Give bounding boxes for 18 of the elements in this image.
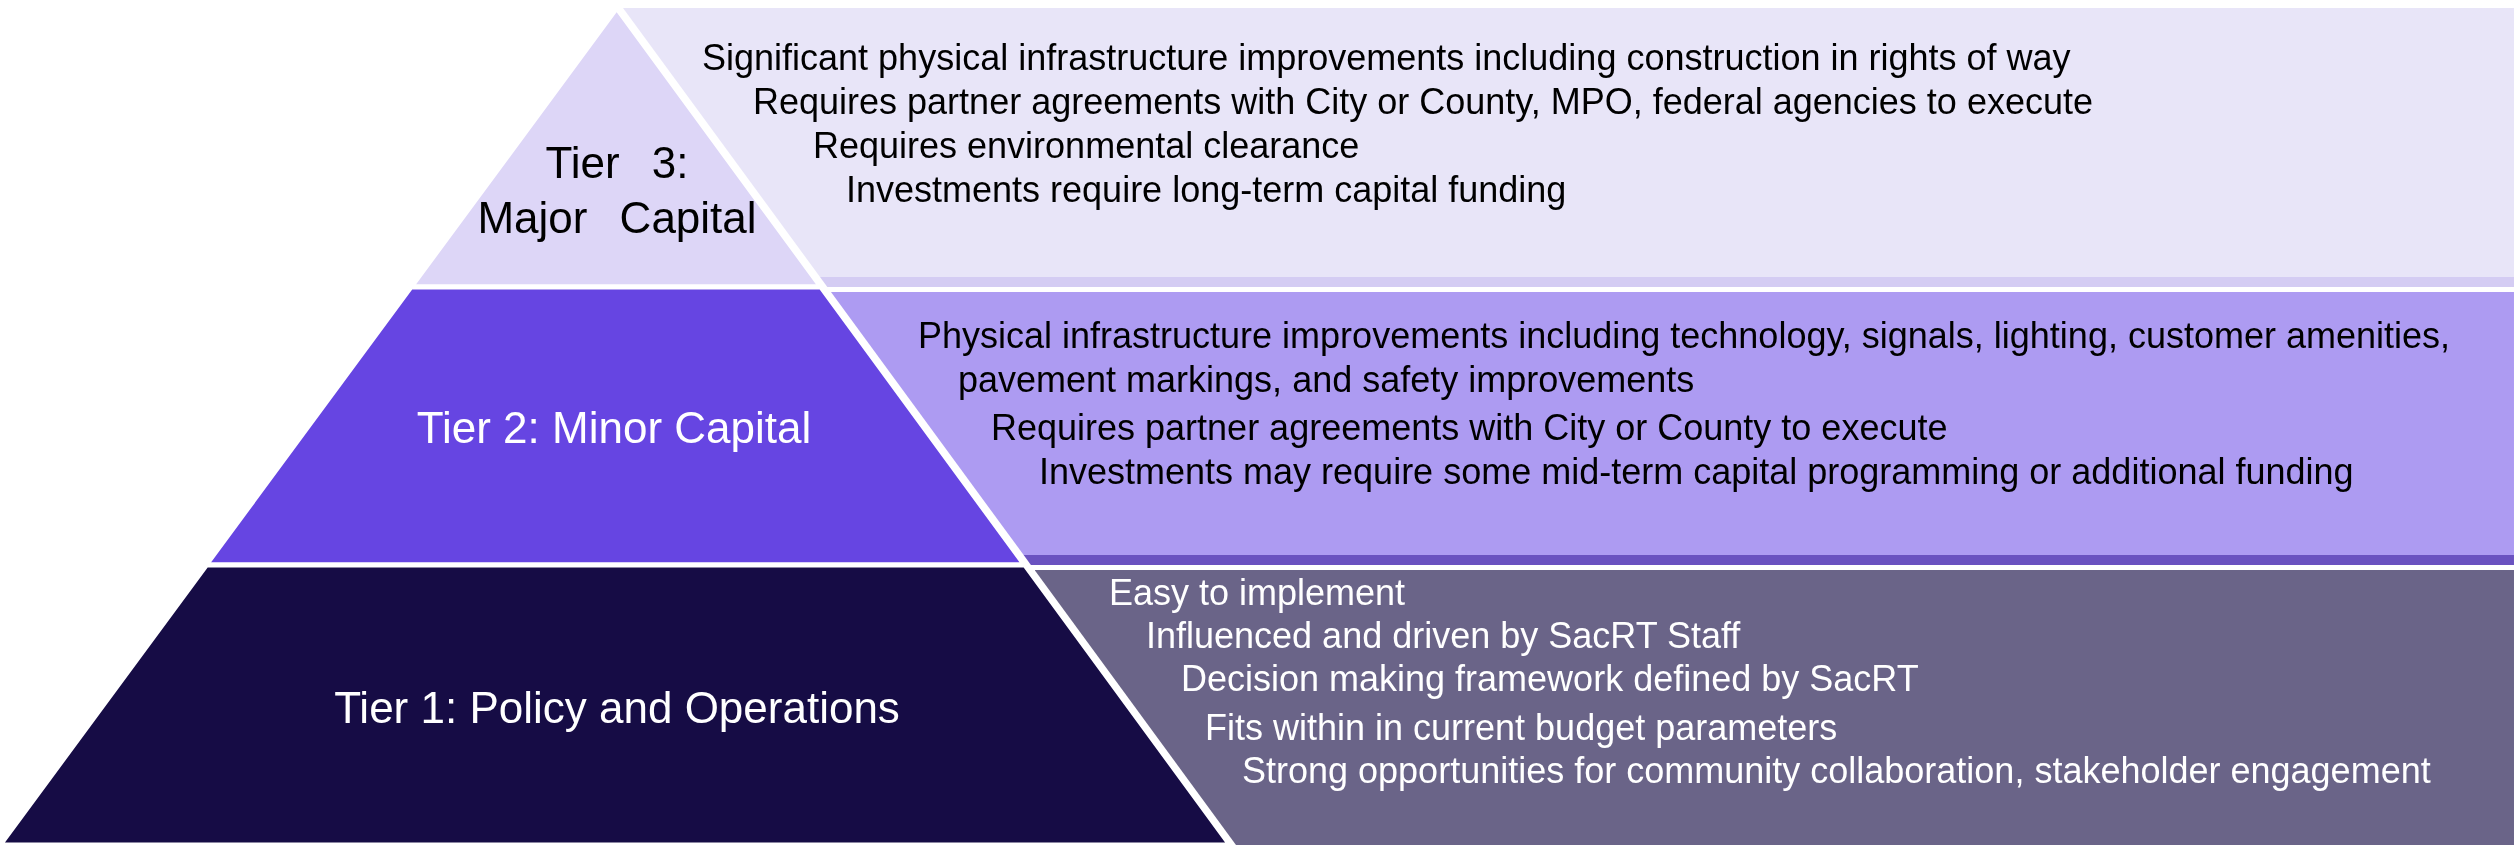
description-line: Physical infrastructure improvements including technology, signals, lighting, customer amenities, pavement markings, and safety improvements: [918, 314, 2452, 402]
description-line: Investments may require some mid-term capital programming or additional funding: [1039, 450, 2355, 494]
tier-title: Tier 3: Major Capital: [476, 137, 758, 244]
description-line: Requires partner agreements with City or County, MPO, federal agencies to execute: [753, 80, 2094, 124]
description-line: Fits within in current budget parameters: [1205, 706, 1839, 750]
tier-title: Tier 2: Minor Capital: [415, 401, 813, 454]
description-line: Decision making framework defined by SacRT: [1181, 657, 1920, 701]
description-line: Significant physical infrastructure improvements including construction in rights of way: [702, 36, 2072, 80]
description-line: Investments require long-term capital funding: [846, 168, 1568, 212]
description-line: Strong opportunities for community collaboration, stakeholder engagement: [1242, 749, 2432, 793]
tier-title: Tier 1: Policy and Operations: [333, 681, 901, 734]
description-line: Requires partner agreements with City or County to execute: [991, 406, 1949, 450]
description-line: Influenced and driven by SacRT Staff: [1146, 614, 1742, 658]
tier-description-panel: [1034, 570, 2514, 845]
description-line: Easy to implement: [1109, 571, 1407, 615]
description-line: Requires environmental clearance: [813, 124, 1361, 168]
tier-description-panel: [623, 8, 2514, 287]
tier-description-panel: [831, 292, 2514, 565]
